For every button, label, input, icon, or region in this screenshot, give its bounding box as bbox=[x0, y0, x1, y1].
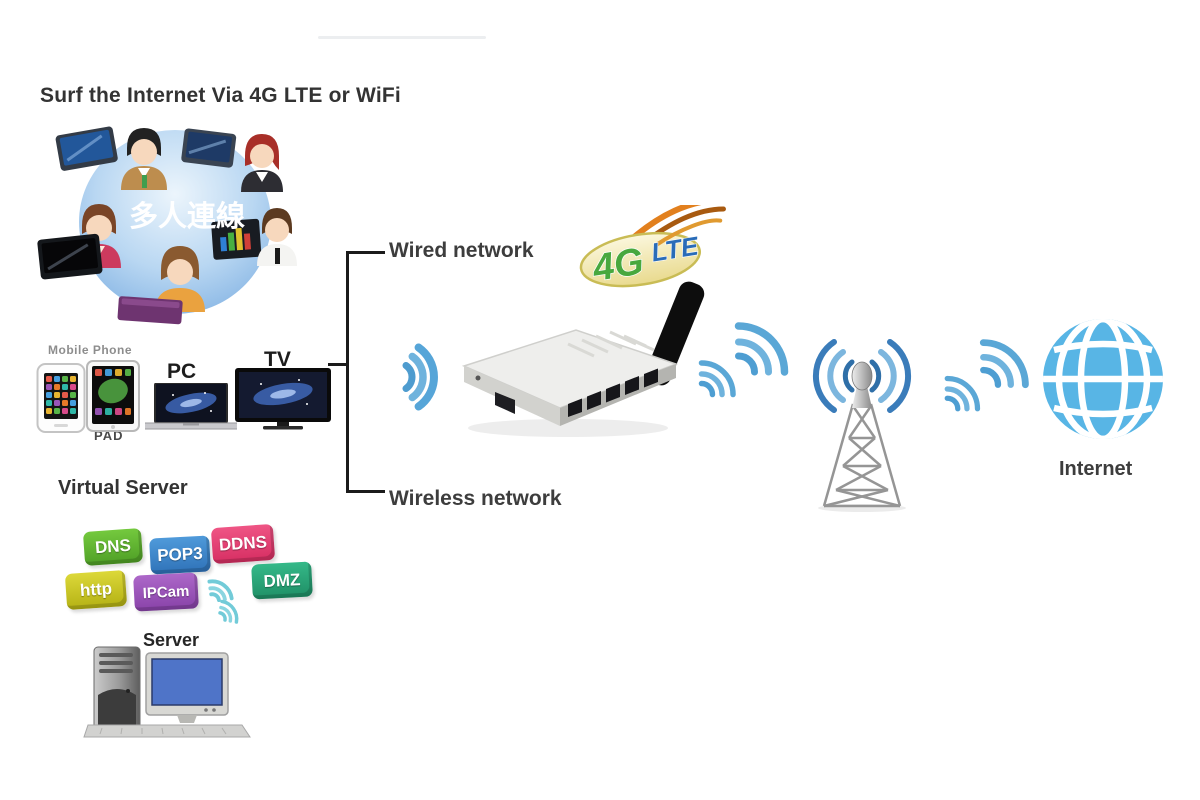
flame-swoosh bbox=[626, 205, 723, 245]
badge-ddns: DDNS bbox=[210, 523, 276, 565]
wifi-signal-icon bbox=[944, 375, 981, 412]
laptop-icon bbox=[55, 126, 118, 171]
tablet-icon bbox=[86, 360, 140, 432]
wifi-signal-icon bbox=[979, 339, 1029, 389]
bracket-vertical-line bbox=[346, 251, 349, 493]
pc-label: PC bbox=[167, 360, 197, 383]
wifi-signal-icon bbox=[734, 322, 789, 376]
multi-user-caption: 多人連線 bbox=[129, 199, 245, 233]
server-monitor bbox=[145, 652, 229, 723]
wifi-signal-icon bbox=[402, 343, 438, 411]
person-icon bbox=[121, 128, 167, 190]
router-body-front bbox=[464, 366, 560, 426]
server-tower bbox=[93, 646, 141, 732]
wifi-signal-icon bbox=[698, 360, 736, 398]
laptop-chart-icon bbox=[211, 218, 262, 260]
wired-network-label: Wired network bbox=[389, 239, 534, 262]
server-keyboard bbox=[83, 724, 251, 738]
mobile-phone-icon bbox=[36, 363, 86, 433]
laptop-icon bbox=[181, 128, 237, 168]
internet-globe-icon bbox=[1043, 319, 1163, 439]
virtual-server-title: Virtual Server bbox=[58, 477, 188, 499]
logo-4g-text: 4G bbox=[589, 240, 647, 290]
app-grid bbox=[46, 376, 76, 414]
page-title: Surf the Internet Via 4G LTE or WiFi bbox=[40, 84, 401, 107]
person-icon bbox=[241, 134, 283, 192]
bracket-middle-line bbox=[328, 363, 348, 366]
cell-tower-icon bbox=[812, 339, 912, 512]
mobile-phone-label: Mobile Phone bbox=[48, 343, 132, 357]
router-ports bbox=[568, 368, 658, 417]
bracket-top-line bbox=[346, 251, 385, 254]
wifi-signal-icon bbox=[218, 599, 239, 624]
logo-4g-lte: 4G LTE bbox=[579, 205, 726, 291]
wireless-network-label: Wireless network bbox=[389, 487, 562, 510]
tv-icon bbox=[235, 368, 331, 430]
badge-pop3: POP3 bbox=[149, 535, 211, 575]
person-icon bbox=[257, 208, 297, 266]
divider-line bbox=[318, 36, 486, 39]
badge-dns: DNS bbox=[82, 528, 144, 566]
badge-dmz: DMZ bbox=[251, 561, 313, 600]
internet-label: Internet bbox=[1059, 458, 1133, 480]
server-computer-icon bbox=[83, 646, 251, 738]
wifi-signal-icon bbox=[207, 579, 234, 603]
laptop-icon bbox=[117, 296, 183, 325]
tv-label: TV bbox=[264, 348, 291, 371]
laptop-icon bbox=[37, 233, 103, 280]
router-icon bbox=[461, 281, 705, 437]
multi-user-group-illustration: 多人連線 bbox=[37, 126, 297, 325]
badge-ipcam: IPCam bbox=[133, 572, 199, 612]
bracket-bottom-line bbox=[346, 490, 385, 493]
laptop-icon bbox=[145, 383, 237, 430]
tower-signal-arcs bbox=[812, 339, 912, 413]
tower-lattice bbox=[822, 403, 902, 508]
badge-http: http bbox=[64, 569, 128, 611]
server-label: Server bbox=[143, 630, 200, 650]
